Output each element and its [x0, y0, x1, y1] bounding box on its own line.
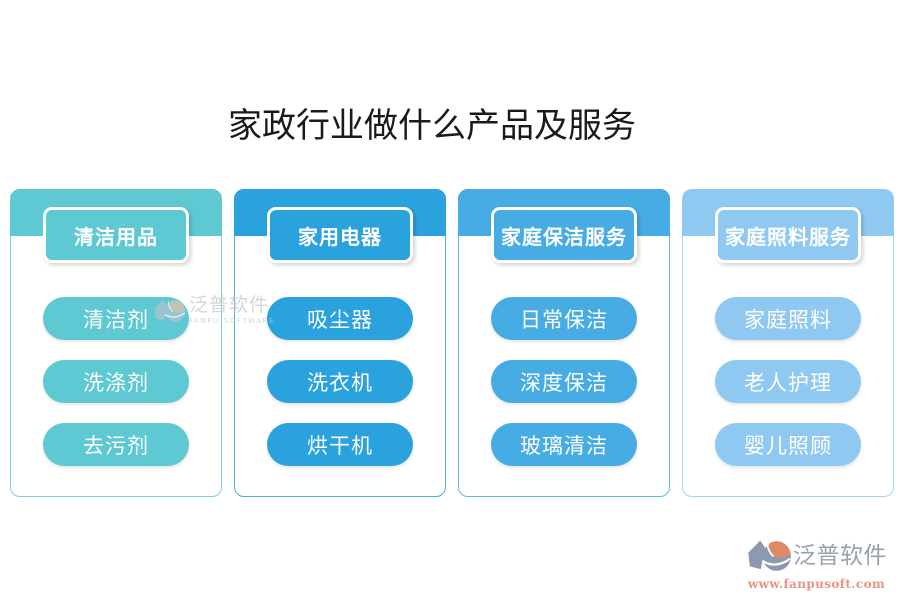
item-list: 吸尘器 洗衣机 烘干机	[235, 297, 445, 466]
item-list: 家庭照料 老人护理 婴儿照顾	[683, 297, 893, 466]
item-pill: 洗涤剂	[43, 360, 189, 403]
category-badge: 家庭保洁服务	[491, 207, 637, 263]
page-title: 家政行业做什么产品及服务	[228, 106, 636, 146]
category-columns: 清洁用品 清洁剂 洗涤剂 去污剂 家用电器 吸尘器 洗衣机 烘干机 家庭保洁服务	[10, 189, 894, 497]
item-pill: 去污剂	[43, 423, 189, 466]
category-card-cleaning-services: 家庭保洁服务 日常保洁 深度保洁 玻璃清洁	[458, 189, 670, 497]
item-pill: 洗衣机	[267, 360, 413, 403]
category-badge: 家用电器	[267, 207, 413, 263]
category-title: 清洁用品	[74, 224, 158, 249]
item-list: 清洁剂 洗涤剂 去污剂	[11, 297, 221, 466]
category-title: 家庭保洁服务	[501, 224, 627, 249]
item-pill: 清洁剂	[43, 297, 189, 340]
fanpu-logo-icon	[748, 540, 791, 571]
category-badge: 清洁用品	[43, 207, 189, 263]
category-title: 家用电器	[298, 224, 382, 249]
category-badge: 家庭照料服务	[715, 207, 861, 263]
item-pill: 家庭照料	[715, 297, 861, 340]
item-pill: 吸尘器	[267, 297, 413, 340]
item-pill: 玻璃清洁	[491, 423, 637, 466]
brand-footer: 泛普软件 www.fanpusoft.com	[746, 537, 887, 591]
brand-url: www.fanpusoft.com	[747, 577, 886, 591]
item-pill: 深度保洁	[491, 360, 637, 403]
brand-name: 泛普软件	[793, 542, 887, 569]
category-card-home-appliances: 家用电器 吸尘器 洗衣机 烘干机	[234, 189, 446, 497]
brand-row: 泛普软件	[746, 537, 887, 575]
category-title: 家庭照料服务	[725, 224, 851, 249]
item-pill: 婴儿照顾	[715, 423, 861, 466]
item-list: 日常保洁 深度保洁 玻璃清洁	[459, 297, 669, 466]
item-pill: 日常保洁	[491, 297, 637, 340]
item-pill: 烘干机	[267, 423, 413, 466]
category-card-cleaning-supplies: 清洁用品 清洁剂 洗涤剂 去污剂	[10, 189, 222, 497]
item-pill: 老人护理	[715, 360, 861, 403]
category-card-care-services: 家庭照料服务 家庭照料 老人护理 婴儿照顾	[682, 189, 894, 497]
